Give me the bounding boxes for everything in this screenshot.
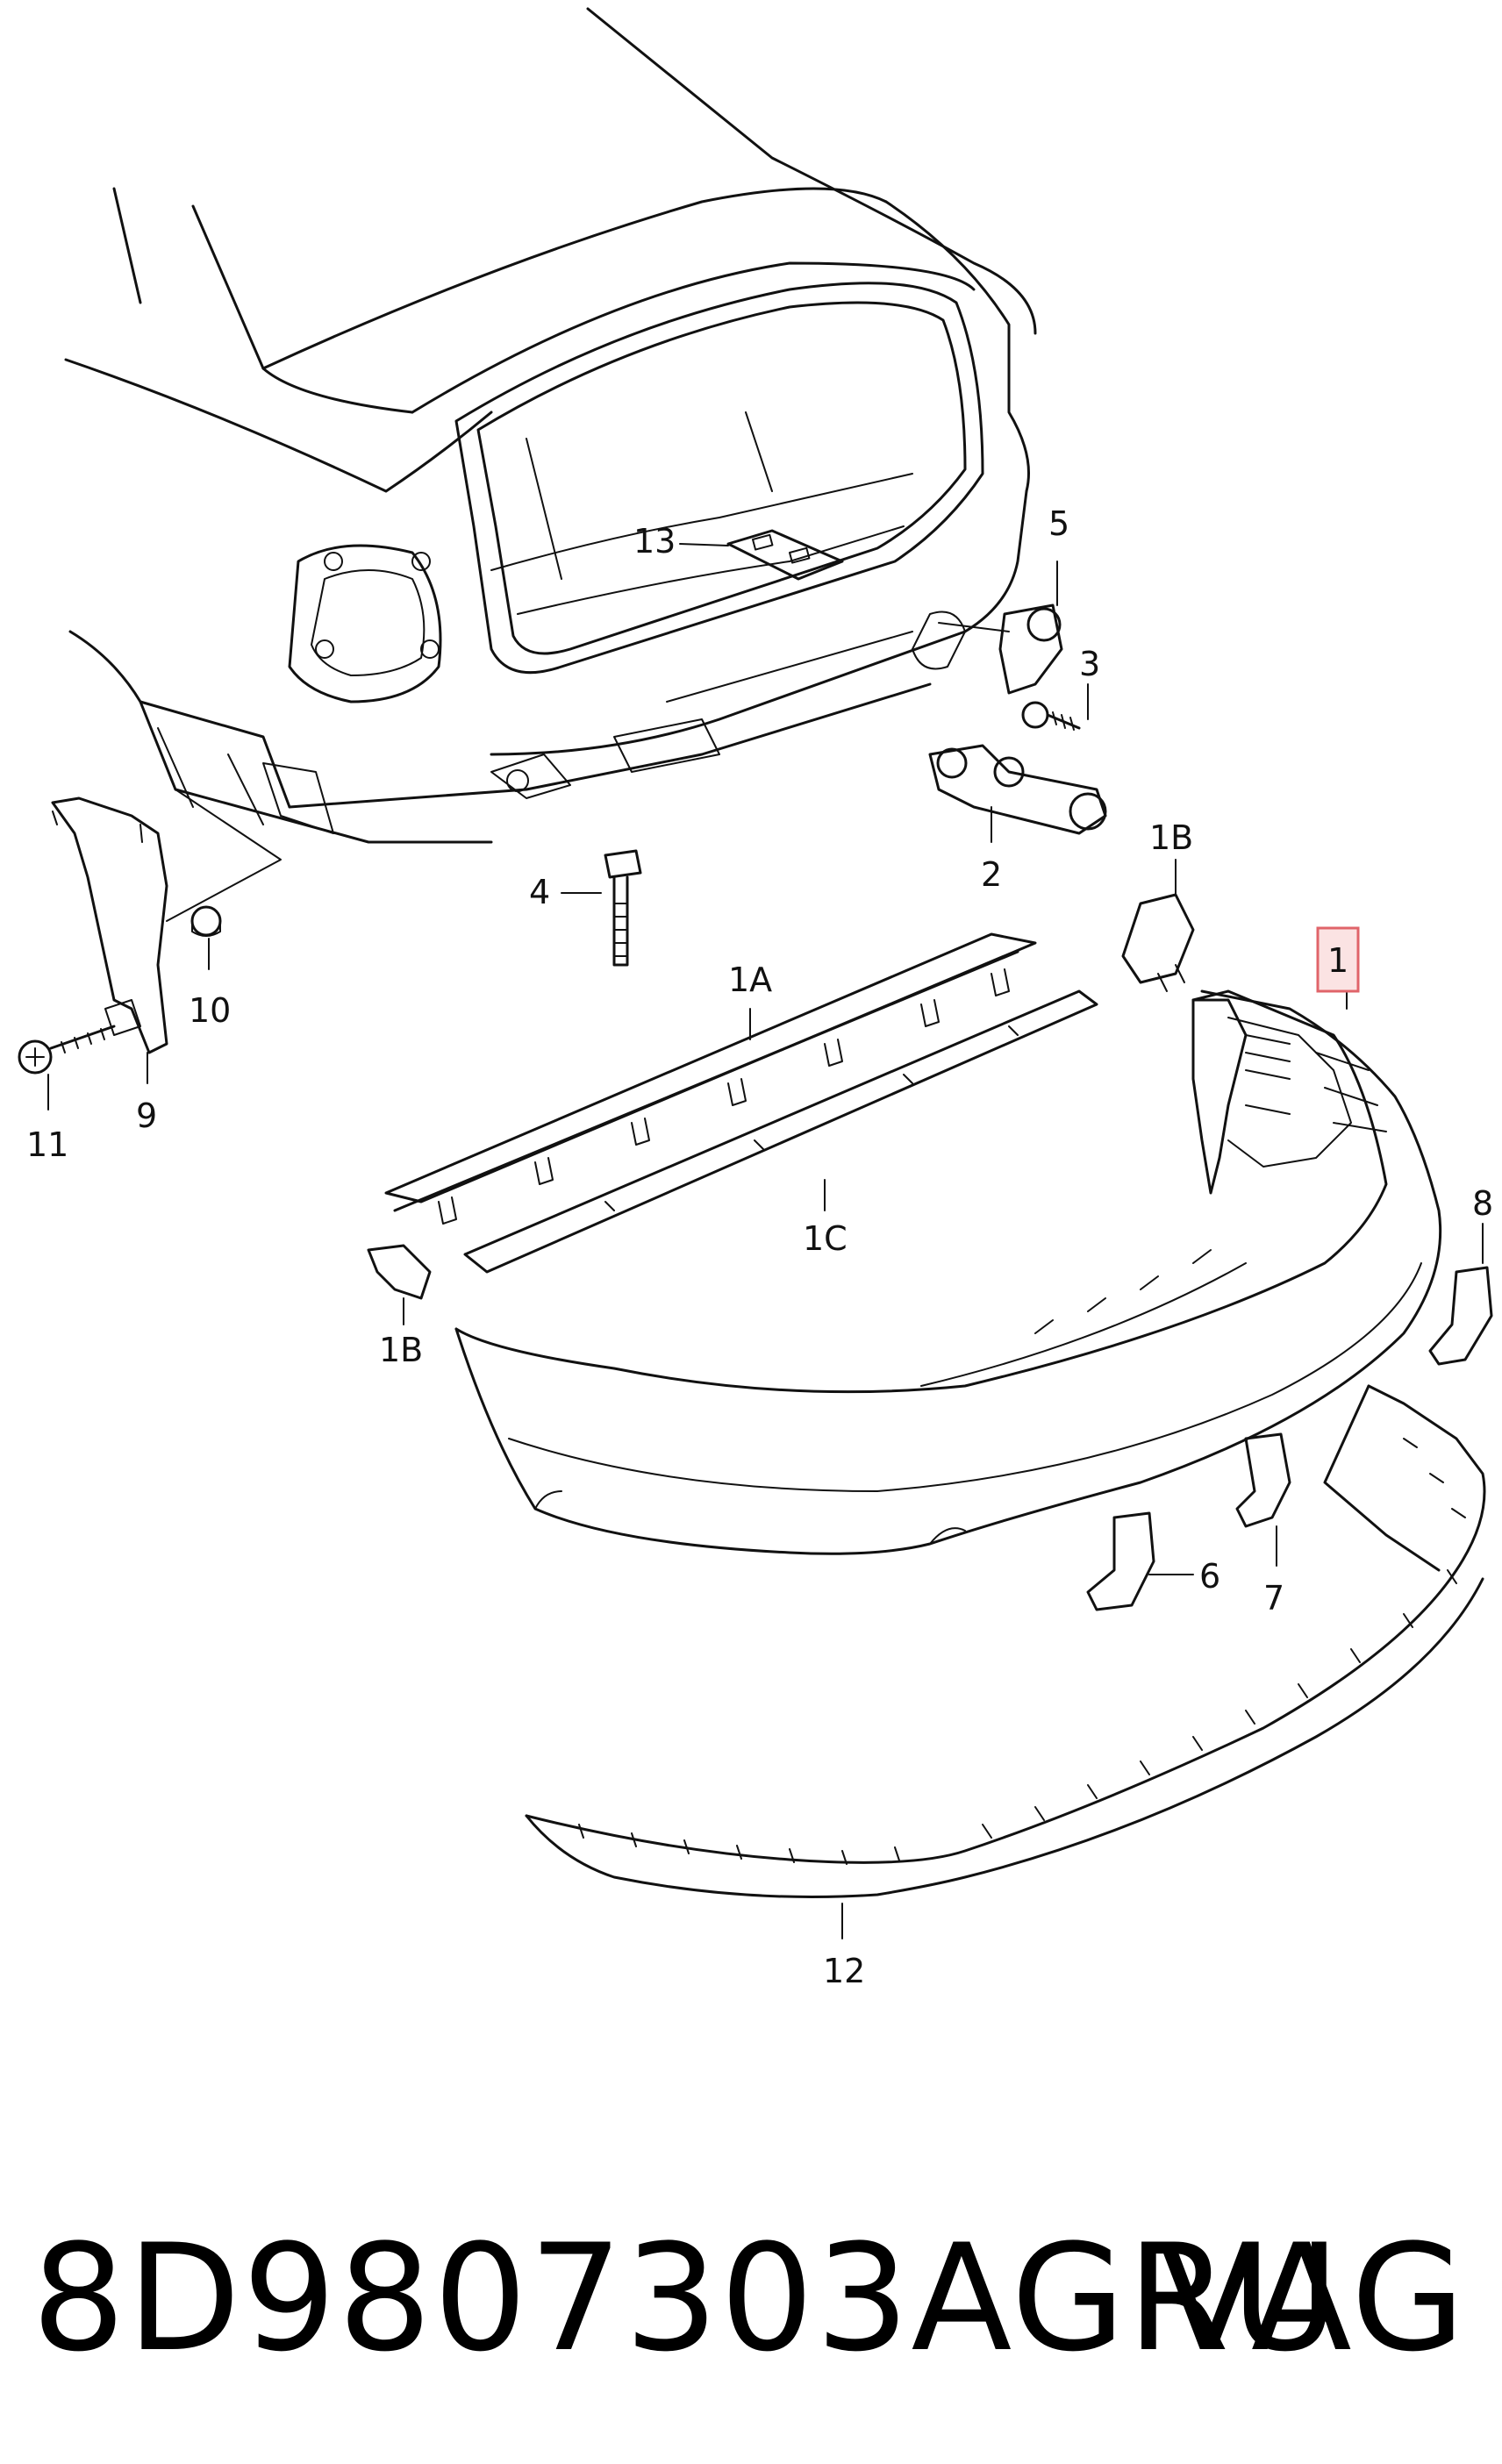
exploded-parts-diagram: 13 5 3 2 4 1B 1 1A 1C 1B 10 11 9 8 6 7 1… bbox=[18, 7, 1493, 1990]
part-1A-upper-rail bbox=[384, 932, 1037, 1225]
part-1B-bottom-clip bbox=[367, 1244, 432, 1325]
car-rear-body bbox=[64, 7, 1037, 922]
callout-6: 6 bbox=[1199, 1557, 1220, 1596]
callout-13: 13 bbox=[633, 522, 676, 561]
callout-1B-bottom: 1B bbox=[379, 1331, 423, 1369]
part-5-bracket bbox=[938, 561, 1063, 695]
callout-labels: 13 5 3 2 4 1B 1 1A 1C 1B 10 11 9 8 6 7 1… bbox=[26, 504, 1493, 1990]
callout-8: 8 bbox=[1472, 1184, 1493, 1223]
part-number: 8D9807303AGRU bbox=[32, 2212, 1341, 2384]
callout-1: 1 bbox=[1327, 941, 1348, 980]
callout-4: 4 bbox=[529, 873, 550, 911]
callout-11: 11 bbox=[26, 1125, 68, 1164]
part-2-hinge bbox=[928, 744, 1107, 843]
part-11-screw bbox=[18, 1025, 116, 1111]
callout-7: 7 bbox=[1263, 1579, 1284, 1618]
callout-1C: 1C bbox=[803, 1219, 848, 1258]
footer-caption: 8D9807303AGRU VAG bbox=[0, 2167, 1502, 2430]
part-8-bracket bbox=[1428, 1223, 1493, 1366]
part-6-bracket bbox=[1086, 1511, 1194, 1611]
callout-12: 12 bbox=[823, 1952, 865, 1990]
part-12-lower-diffuser bbox=[525, 1384, 1486, 1939]
part-3-screw bbox=[1021, 683, 1089, 731]
callout-3: 3 bbox=[1079, 645, 1100, 683]
part-1B-top-clip bbox=[1121, 859, 1195, 992]
brand-label: VAG bbox=[1157, 2212, 1467, 2384]
callout-1B-top: 1B bbox=[1149, 818, 1193, 857]
callout-5: 5 bbox=[1048, 504, 1069, 543]
callout-10: 10 bbox=[189, 991, 231, 1030]
part-13-plate bbox=[679, 529, 844, 581]
callout-9: 9 bbox=[136, 1096, 157, 1135]
part-7-bracket bbox=[1235, 1432, 1291, 1567]
part-1-bumper-cover bbox=[454, 973, 1442, 1555]
part-10-nut bbox=[190, 905, 222, 970]
part-4-bolt bbox=[561, 849, 642, 967]
callout-1-highlight bbox=[1316, 926, 1360, 993]
callout-2: 2 bbox=[981, 855, 1002, 894]
callout-1A: 1A bbox=[728, 961, 772, 999]
part-1C-lower-strip bbox=[463, 989, 1098, 1274]
